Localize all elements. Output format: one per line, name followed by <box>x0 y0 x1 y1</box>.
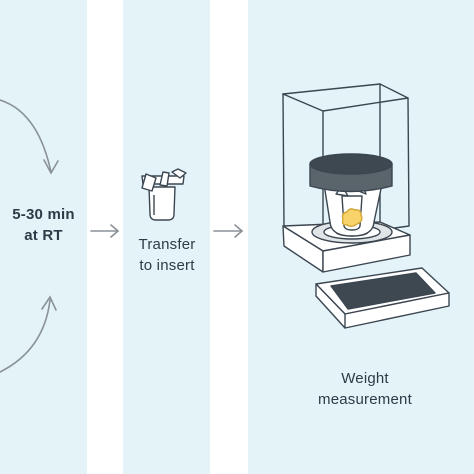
tube-icon <box>141 168 187 221</box>
step-label-line: to insert <box>139 257 195 274</box>
step-panel-incubation <box>0 0 87 474</box>
step-panel-transfer <box>123 0 210 474</box>
curved-arrow-icon <box>0 295 57 373</box>
step-label-transfer: Transfer to insert <box>116 234 218 276</box>
step-label-weighing: Weight measurement <box>300 368 430 410</box>
step-label-line: at RT <box>24 227 63 244</box>
right-arrow-icon <box>213 224 244 238</box>
step-label-line: measurement <box>318 391 412 408</box>
step-label-line: Transfer <box>138 236 196 253</box>
step-label-line: 5-30 min <box>12 206 75 223</box>
right-arrow-icon <box>90 224 120 238</box>
step-label-line: Weight <box>341 370 389 387</box>
step-label-incubation: 5-30 min at RT <box>0 204 87 246</box>
balance-icon <box>282 83 450 329</box>
curved-arrow-icon <box>0 99 59 175</box>
